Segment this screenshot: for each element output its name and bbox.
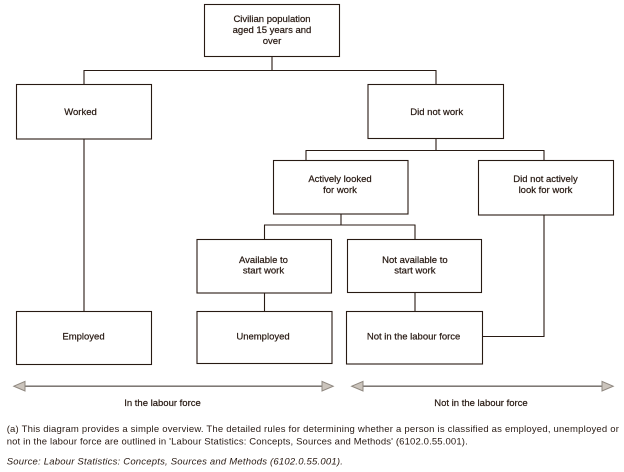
svg-text:Unemployed: Unemployed <box>236 331 289 342</box>
svg-text:over: over <box>263 36 281 47</box>
svg-text:start work: start work <box>243 266 284 277</box>
svg-text:Did not work: Did not work <box>410 107 463 118</box>
svg-text:not in the labour force are ou: not in the labour force are outlined in … <box>7 436 468 447</box>
svg-text:Civilian population: Civilian population <box>233 14 310 25</box>
svg-text:Not available to: Not available to <box>382 255 447 266</box>
svg-text:aged 15 years and: aged 15 years and <box>233 25 312 36</box>
svg-text:(a) This diagram provides a si: (a) This diagram provides a simple overv… <box>7 424 619 435</box>
svg-text:Employed: Employed <box>62 331 104 342</box>
svg-text:Available to: Available to <box>239 255 288 266</box>
svg-text:start work: start work <box>394 266 435 277</box>
svg-text:Did not actively: Did not actively <box>513 174 578 185</box>
svg-text:Not in the labour force: Not in the labour force <box>434 398 527 409</box>
svg-text:Worked: Worked <box>64 107 97 118</box>
svg-text:In the labour force: In the labour force <box>124 398 201 409</box>
svg-text:Not in the labour force: Not in the labour force <box>367 331 460 342</box>
svg-text:Source: Labour Statistics: Con: Source: Labour Statistics: Concepts, Sou… <box>7 456 343 467</box>
svg-text:Actively looked: Actively looked <box>308 174 371 185</box>
svg-text:look for work: look for work <box>519 185 573 196</box>
svg-text:for work: for work <box>323 185 357 196</box>
